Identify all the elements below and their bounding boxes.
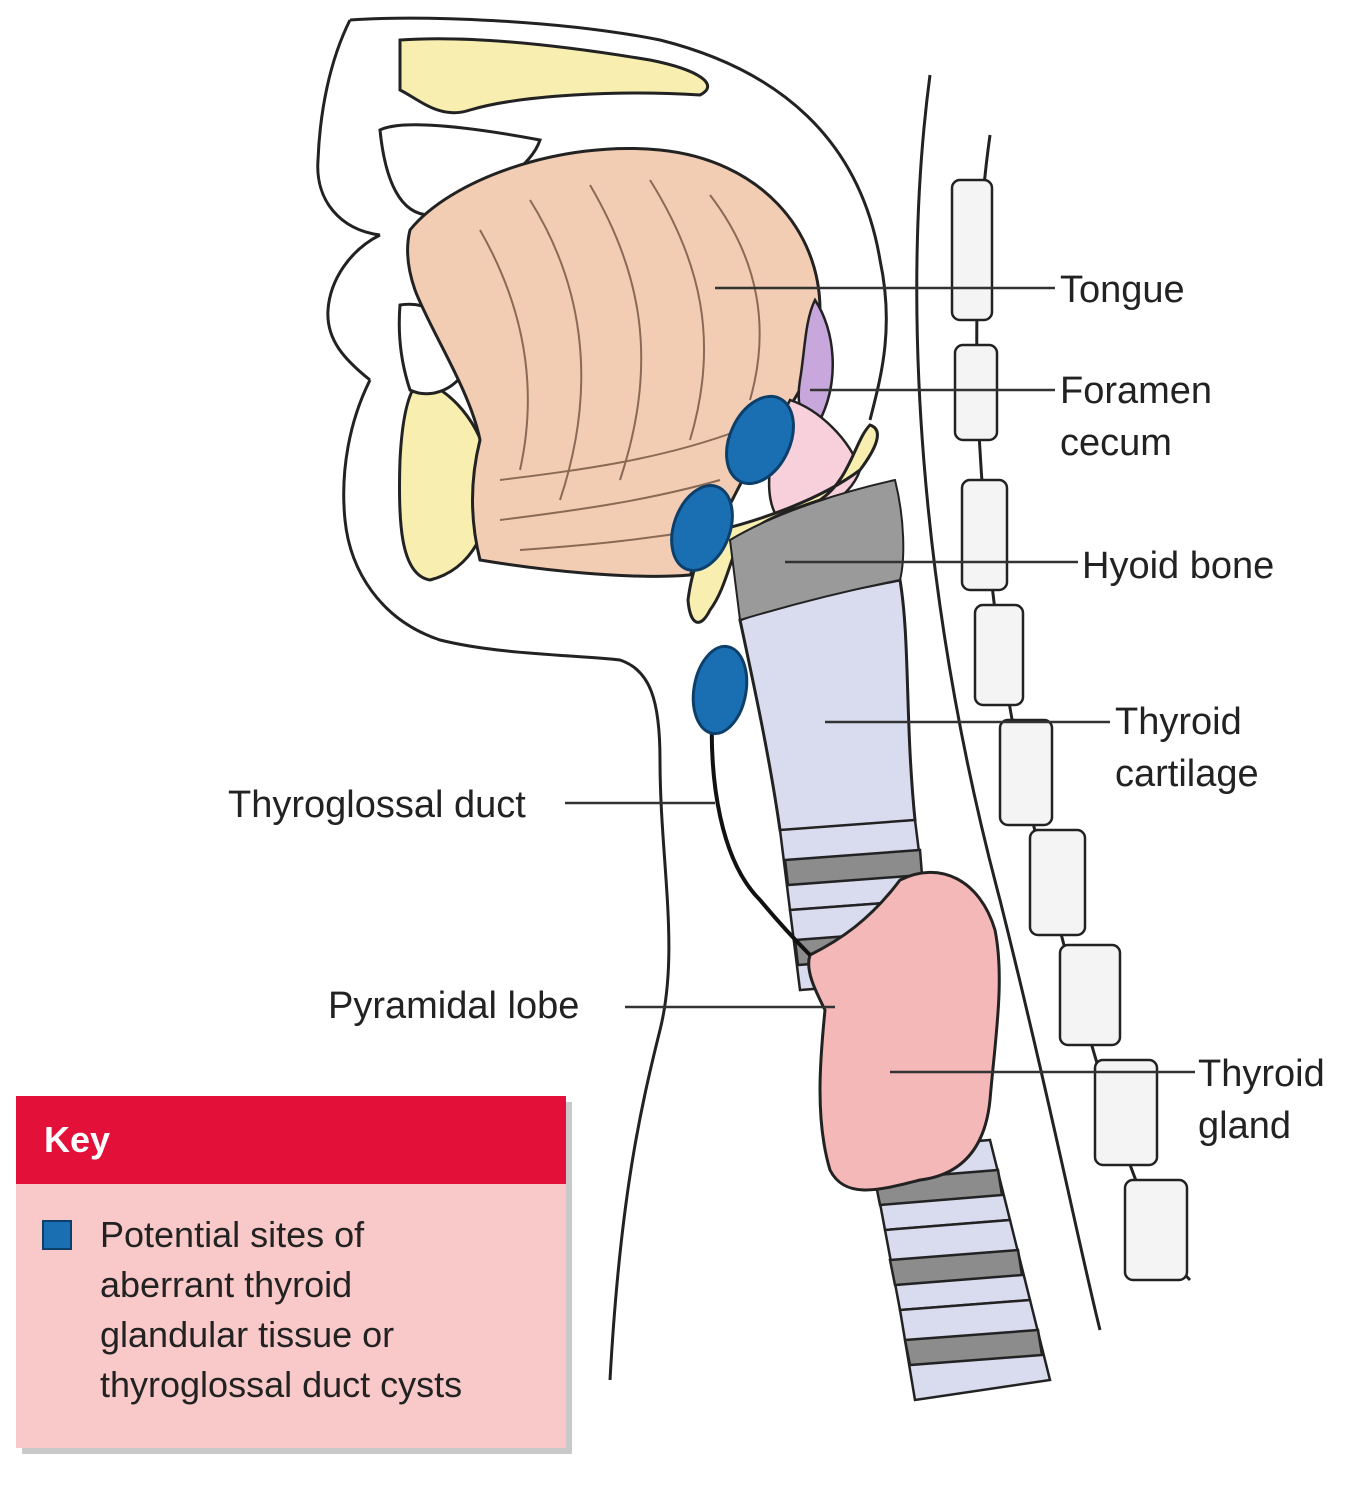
key-line-2: aberrant thyroid xyxy=(100,1264,353,1305)
aberrant-site-2 xyxy=(670,484,734,572)
key-line-3: glandular tissue or xyxy=(100,1314,395,1355)
key-body: Potential sites of aberrant thyroid glan… xyxy=(16,1184,566,1410)
spine-anterior-line xyxy=(915,74,1102,1331)
aberrant-site-3 xyxy=(691,644,749,736)
label-foramen-cecum-line1: Foramen xyxy=(1060,370,1212,412)
label-thyroglossal-duct: Thyroglossal duct xyxy=(228,784,526,826)
aberrant-site-1 xyxy=(725,394,795,486)
label-thyroid-cartilage-line2: cartilage xyxy=(1115,753,1259,795)
key-line-1: Potential sites of xyxy=(100,1214,365,1255)
head-neck-outline xyxy=(316,16,888,1381)
tongue-muscle-fibers xyxy=(479,179,761,551)
palate xyxy=(398,37,709,115)
key-legend: Key Potential sites of aberrant thyroid … xyxy=(16,1096,566,1448)
vertebrae xyxy=(950,178,1189,1282)
thyroglossal-duct-line xyxy=(709,714,812,957)
label-pyramidal-lobe: Pyramidal lobe xyxy=(328,985,579,1027)
larynx-gray-band xyxy=(728,478,905,622)
thyroid-gland xyxy=(807,870,1001,1192)
aberrant-tissue-sites xyxy=(670,394,795,736)
key-swatch-icon xyxy=(42,1220,72,1250)
label-tongue: Tongue xyxy=(1060,269,1185,311)
mandible xyxy=(397,378,493,582)
key-title: Key xyxy=(16,1096,566,1184)
label-foramen-cecum-line2: cecum xyxy=(1060,422,1172,464)
label-thyroid-cartilage-line1: Thyroid xyxy=(1115,701,1242,743)
label-hyoid-bone: Hyoid bone xyxy=(1082,545,1274,587)
thyroid-cartilage xyxy=(738,578,917,834)
label-thyroid-gland-line2: gland xyxy=(1198,1105,1291,1147)
label-thyroid-gland-line1: Thyroid xyxy=(1198,1053,1325,1095)
key-line-4: thyroglossal duct cysts xyxy=(100,1364,463,1405)
